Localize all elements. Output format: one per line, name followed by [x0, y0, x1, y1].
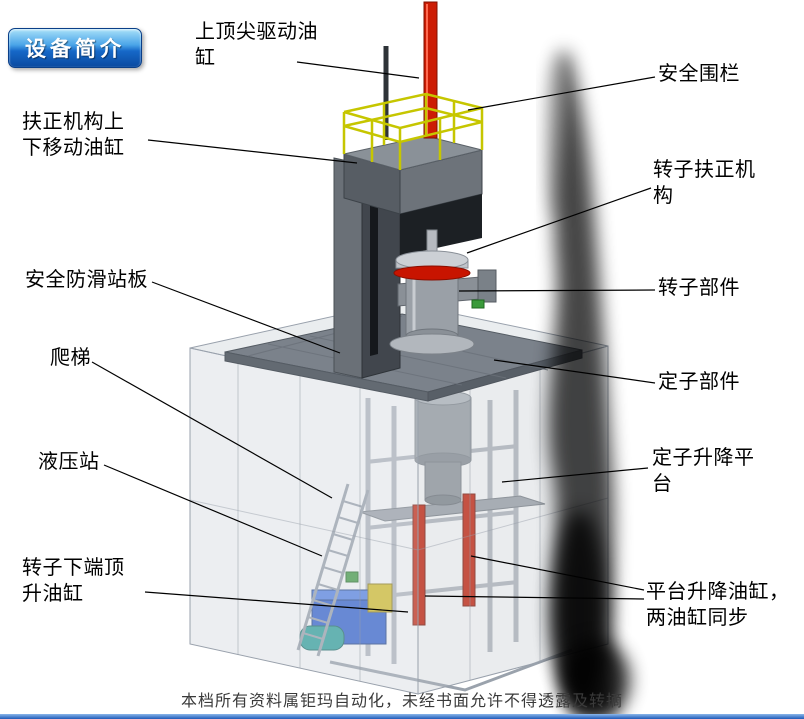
leader-line: [103, 464, 323, 557]
label-safety-fence: 安全围栏: [658, 63, 740, 85]
label-rotor-centering-mech: 转子扶正机 构: [653, 159, 756, 207]
confidential-watermark: 本档所有资料属钜玛自动化，未经书面允许不得透露及转摘: [180, 693, 623, 710]
leader-line: [493, 359, 656, 384]
leader-line: [424, 595, 645, 600]
leader-line: [151, 281, 341, 354]
leader-line: [296, 61, 420, 79]
label-hydraulic-station: 液压站: [38, 451, 100, 473]
anti-slip-platform-plate: [224, 313, 583, 402]
title-badge-label: 设备简介: [25, 38, 125, 61]
leader-line: [501, 467, 649, 483]
label-anti-slip-platform: 安全防滑站板: [25, 269, 148, 291]
shadow-artifact: [547, 52, 630, 719]
platform-lift-cylinder-rams: [412, 493, 476, 626]
leader-line: [466, 187, 652, 254]
title-badge: 设备简介: [8, 28, 142, 68]
enclosure-walls: [189, 345, 609, 695]
top-ram-cylinder-rod: [383, 1, 438, 140]
bottom-accent-strip: [0, 714, 804, 719]
label-ladder: 爬梯: [50, 347, 91, 369]
leader-line: [147, 139, 358, 164]
hydraulic-station-unit: [299, 571, 393, 651]
label-centering-cylinder: 扶正机构上 下移动油缸: [22, 111, 125, 159]
leader-line: [91, 361, 333, 499]
label-platform-lift-cylinders: 平台升降油缸， 两油缸同步: [646, 581, 790, 629]
label-top-center-cylinder: 上顶尖驱动油 缸: [195, 21, 318, 69]
leader-line: [467, 76, 656, 111]
leader-lines: [91, 61, 656, 613]
label-rotor-bottom-cylinder: 转子下端顶 升油缸: [22, 557, 125, 605]
label-stator-lift-platform: 定子升降平 台: [652, 447, 755, 495]
label-stator-part: 定子部件: [658, 371, 740, 393]
leader-line: [470, 555, 645, 591]
rotor-assembly: [389, 229, 497, 355]
label-rotor-part: 转子部件: [658, 277, 740, 299]
leader-line: [458, 289, 656, 292]
leader-line: [144, 591, 409, 613]
stator-assembly: [414, 390, 472, 506]
